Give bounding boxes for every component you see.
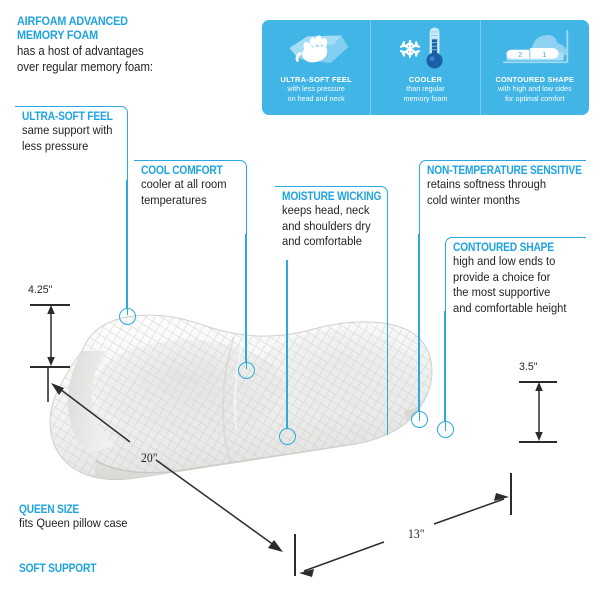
pillow-end-label-2: 2 <box>518 51 522 59</box>
callout-moisture-wicking: MOISTURE WICKING keeps head, neck and sh… <box>282 190 395 249</box>
intro-title-line1: AIRFOAM ADVANCED <box>17 14 128 28</box>
intro-body-line1: has a host of advantages <box>17 43 144 58</box>
sleeping-head-on-contour-pillow-icon: 2 1 <box>481 23 589 73</box>
banner-title-1: COOLER <box>408 75 443 84</box>
dimension-tick-bottom-right <box>519 441 557 443</box>
leader-line-moisture-wicking <box>286 260 288 429</box>
banner-title-2: CONTOURED SHAPE <box>495 75 575 84</box>
banner-sub-2-line2: for optimal comfort <box>505 93 565 103</box>
callout-title-cool-comfort: COOL COMFORT <box>141 164 223 177</box>
callout-line-2-2: and comfortable <box>282 234 362 249</box>
dimension-arrow-height-right <box>535 382 543 441</box>
callout-dot-non-temperature-sensitive <box>411 411 428 428</box>
callout-title-non-temperature-sensitive: NON-TEMPERATURE SENSITIVE <box>427 164 582 177</box>
hand-pressing-pillow-icon <box>262 23 370 73</box>
callout-non-temperature-sensitive: NON-TEMPERATURE SENSITIVE retains softne… <box>427 164 600 208</box>
dimension-label-width: 13" <box>408 527 425 541</box>
dimension-tick-top-left <box>30 304 70 306</box>
callout-line-3-1: cold winter months <box>427 192 520 207</box>
leader-line-contoured-shape <box>444 311 446 422</box>
intro-title-line2: MEMORY FOAM <box>17 27 99 42</box>
soft-support-block: SOFT SUPPORT <box>19 562 107 575</box>
queen-size-title: QUEEN SIZE <box>19 503 80 516</box>
dimension-tick-width-right <box>510 473 512 515</box>
callout-ultra-soft-feel: ULTRA-SOFT FEEL same support with less p… <box>22 110 125 154</box>
callout-line-1-0: cooler at all room <box>141 177 227 192</box>
dimension-label-height-left: 4.25" <box>28 284 53 296</box>
callout-dot-contoured-shape <box>437 421 454 438</box>
intro-block: AIRFOAM ADVANCED MEMORY FOAM has a host … <box>17 14 168 75</box>
thermometer-snowflake-icon <box>371 23 479 73</box>
dimension-tick-width-left <box>294 534 296 576</box>
callout-title-ultra-soft-feel: ULTRA-SOFT FEEL <box>22 110 113 123</box>
dimension-label-length: 20" <box>141 451 158 465</box>
dimension-arrow-width <box>299 493 509 577</box>
callout-line-0-1: less pressure <box>22 138 89 153</box>
feature-banner: ULTRA-SOFT FEEL with less pressure on he… <box>262 20 589 115</box>
callout-line-0-0: same support with <box>22 123 113 138</box>
dimension-arrow-height-left <box>47 305 55 366</box>
dimension-arrow-length <box>47 366 283 552</box>
callout-contoured-shape: CONTOURED SHAPE high and low ends to pro… <box>453 241 579 316</box>
queen-size-sub: fits Queen pillow case <box>19 516 128 531</box>
banner-panel-ultra-soft-feel: ULTRA-SOFT FEEL with less pressure on he… <box>262 20 372 115</box>
banner-sub-1-line2: memory foam <box>403 93 448 103</box>
callout-dot-ultra-soft-feel <box>119 308 136 325</box>
callout-title-moisture-wicking: MOISTURE WICKING <box>282 190 382 203</box>
callout-line-4-3: and comfortable height <box>453 300 567 315</box>
callout-line-2-0: keeps head, neck <box>282 203 370 218</box>
pillow-product-image <box>38 293 490 545</box>
dimension-label-height-right: 3.5" <box>519 361 538 373</box>
callout-line-4-2: the most supportive <box>453 285 551 300</box>
callout-line-1-1: temperatures <box>141 192 207 207</box>
leader-line-ultra-soft-feel <box>126 180 128 309</box>
banner-panel-cooler: COOLER than regular memory foam <box>371 20 481 115</box>
banner-title-0: ULTRA-SOFT FEEL <box>280 75 352 84</box>
dimension-tick-bottom-left <box>30 366 70 368</box>
banner-sub-0-line1: with less pressure <box>287 84 345 94</box>
leader-line-non-temperature-sensitive <box>418 234 420 412</box>
dimension-tick-top-right <box>519 381 557 383</box>
banner-panel-contoured-shape: 2 1 CONTOURED SHAPE with high and low si… <box>481 20 589 115</box>
callout-cool-comfort: COOL COMFORT cooler at all room temperat… <box>141 164 236 208</box>
banner-sub-0-line2: on head and neck <box>287 93 345 103</box>
queen-size-block: QUEEN SIZE fits Queen pillow case <box>19 503 140 531</box>
intro-body-line2: over regular memory foam: <box>17 59 154 74</box>
soft-support-title: SOFT SUPPORT <box>19 562 97 575</box>
leader-line-cool-comfort <box>245 234 247 363</box>
pillow-end-label-1: 1 <box>542 51 546 59</box>
callout-title-contoured-shape: CONTOURED SHAPE <box>453 241 554 254</box>
banner-sub-1-line1: than regular <box>406 84 445 94</box>
callout-line-2-1: and shoulders dry <box>282 218 371 233</box>
callout-line-4-0: high and low ends to <box>453 254 556 269</box>
callout-line-4-1: provide a choice for <box>453 269 551 284</box>
banner-sub-2-line1: with high and low sides <box>497 84 572 94</box>
callout-line-3-0: retains softness through <box>427 177 547 192</box>
